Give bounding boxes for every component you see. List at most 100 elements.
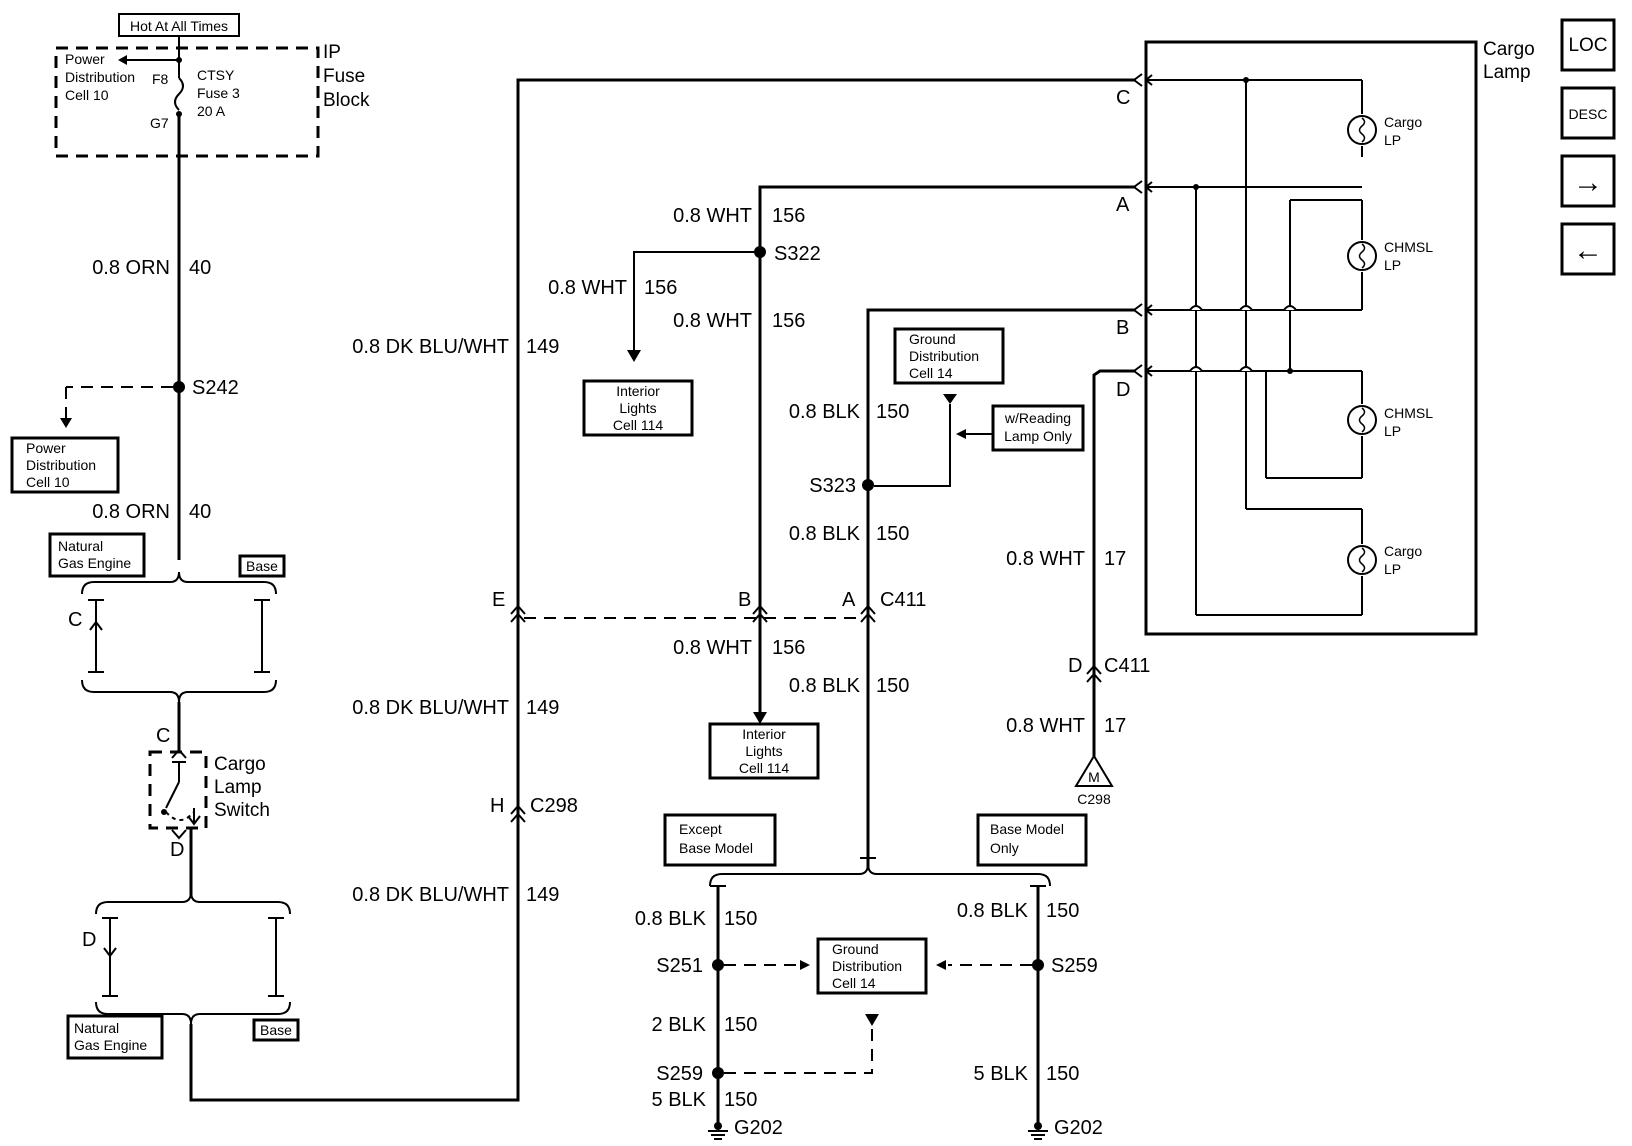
splice-s242 (173, 381, 185, 393)
fuse-label-2: Fuse 3 (197, 85, 240, 101)
reading-lamp-1: w/Reading (1004, 410, 1071, 426)
wire-149-num-2: 149 (526, 697, 559, 719)
wire-149-gauge-3: 0.8 DK BLU/WHT (352, 884, 509, 906)
ground-symbol-left (708, 1122, 728, 1140)
splice-s242-label: S242 (192, 377, 239, 399)
connector-c411: C411 (880, 589, 926, 611)
chmsl-lamp-bulb-upper (1347, 241, 1377, 271)
wire-dk-blu-wht-149 (516, 78, 1136, 830)
wire-149-gauge-1: 0.8 DK BLU/WHT (352, 336, 509, 358)
lamp-4-label-1: Cargo (1384, 543, 1422, 559)
wire-orn-40-gauge-lower: 0.8 ORN (92, 501, 170, 523)
ground-left-gauge-2: 2 BLK (652, 1014, 707, 1036)
ground-left-num-1: 150 (724, 908, 757, 930)
wire-17-gauge-lower: 0.8 WHT (1006, 715, 1085, 737)
desc-button[interactable]: DESC (1560, 86, 1616, 140)
wire-149-num-3: 149 (526, 884, 559, 906)
splice-s322 (754, 246, 766, 258)
power-dist-label-1: Power (65, 51, 105, 67)
natural-gas-option-top (48, 532, 146, 578)
wire-17-gauge-upper: 0.8 WHT (1006, 548, 1085, 570)
fuse-terminal-g7: G7 (150, 115, 169, 131)
interior-lights-lower-2: Lights (745, 743, 782, 759)
base-option-bottom (252, 1018, 300, 1042)
lamp-1-label-1: Cargo (1384, 114, 1422, 130)
prev-button[interactable]: ← (1560, 222, 1616, 276)
lamp-1-label-2: LP (1384, 132, 1401, 148)
natural-gas-bottom-1: Natural (74, 1020, 119, 1036)
pin-c-switch: C (156, 725, 170, 747)
interior-lights-upper-2: Lights (619, 400, 656, 416)
option-brace-top (81, 571, 277, 595)
power-dist-label-3: Cell 10 (65, 87, 109, 103)
desc-button-label: DESC (1569, 106, 1608, 122)
ground-dist-center-2: Distribution (832, 958, 902, 974)
wire-orn-40-num-lower: 40 (189, 501, 211, 523)
loc-button[interactable]: LOC (1560, 18, 1616, 72)
splice-s323-label: S323 (809, 475, 856, 497)
wire-156-gauge-branch: 0.8 WHT (548, 277, 627, 299)
natural-gas-top-1: Natural (58, 538, 103, 554)
cargo-lamp-assembly (1144, 40, 1478, 636)
pin-d-switch: D (170, 839, 184, 861)
hot-at-all-times-label: Hot At All Times (130, 18, 228, 34)
wire-150-gauge-upper: 0.8 BLK (789, 401, 861, 423)
ground-symbol-right (1028, 1122, 1048, 1140)
base-only-2: Only (990, 840, 1019, 856)
cargo-lamp-bulb-bottom (1347, 545, 1377, 575)
loc-button-label: LOC (1568, 35, 1607, 56)
fuse-label-3: 20 A (197, 103, 226, 119)
marker-m-label: M (1088, 769, 1100, 785)
ground-dist-top-2: Distribution (909, 348, 979, 364)
interior-lights-box-upper (582, 379, 694, 437)
wire-149-gauge-2: 0.8 DK BLU/WHT (352, 697, 509, 719)
wire-156-num-mid: 156 (772, 310, 805, 332)
except-base-model-box (663, 813, 777, 867)
interior-lights-upper-1: Interior (616, 383, 660, 399)
lamp-2-label-2: LP (1384, 257, 1401, 273)
lamp-2-label-1: CHMSL (1384, 239, 1433, 255)
lamp-pin-d: D (1116, 379, 1130, 401)
ground-right-num-1: 150 (1046, 900, 1079, 922)
next-arrow-icon: → (1573, 166, 1603, 199)
g202-left: G202 (734, 1117, 783, 1139)
wire-orn-40-gauge-upper: 0.8 ORN (92, 257, 170, 279)
pin-e: E (492, 589, 505, 611)
fuse-symbol (174, 77, 184, 111)
pin-a: A (842, 589, 856, 611)
cargo-lamp-bulb-top (1347, 115, 1377, 145)
wire-156-num-branch: 156 (644, 277, 677, 299)
wire-156-num-lower: 156 (772, 637, 805, 659)
ground-dist-box-top (893, 327, 1005, 385)
interior-lights-lower-3: Cell 114 (739, 760, 790, 776)
natural-gas-bottom-2: Gas Engine (74, 1037, 147, 1053)
splice-s259-right-label: S259 (1051, 955, 1098, 977)
next-button[interactable]: → (1560, 154, 1616, 208)
ground-left-gauge-3: 5 BLK (652, 1089, 707, 1111)
splice-s323 (862, 479, 874, 491)
reading-lamp-2: Lamp Only (1004, 428, 1072, 444)
ground-right-num-2: 150 (1046, 1063, 1079, 1085)
ground-left-num-2: 150 (724, 1014, 757, 1036)
ground-left-gauge-1: 0.8 BLK (635, 908, 707, 930)
except-base-2: Base Model (679, 840, 753, 856)
wire-150-gauge-mid: 0.8 BLK (789, 523, 861, 545)
ground-left-num-3: 150 (724, 1089, 757, 1111)
lamp-4-label-2: LP (1384, 561, 1401, 577)
wire-17-num-lower: 17 (1104, 715, 1126, 737)
natural-gas-top-2: Gas Engine (58, 555, 131, 571)
interior-lights-box-lower (708, 722, 820, 780)
lamp-3-label-2: LP (1384, 423, 1401, 439)
ground-dist-box-center (816, 937, 928, 995)
chmsl-lamp-bulb-lower (1347, 405, 1377, 435)
natural-gas-option-bottom (66, 1014, 164, 1060)
wire-149-num-1: 149 (526, 336, 559, 358)
wire-wht-17 (1092, 369, 1136, 756)
fuse-block-title-3: Block (323, 90, 370, 111)
pin-d-c411: D (1068, 655, 1082, 677)
ground-right-gauge-1: 0.8 BLK (957, 900, 1029, 922)
power-dist-label-2: Distribution (65, 69, 135, 85)
wire-156-gauge-mid: 0.8 WHT (673, 310, 752, 332)
ground-dist-top-3: Cell 14 (909, 365, 953, 381)
